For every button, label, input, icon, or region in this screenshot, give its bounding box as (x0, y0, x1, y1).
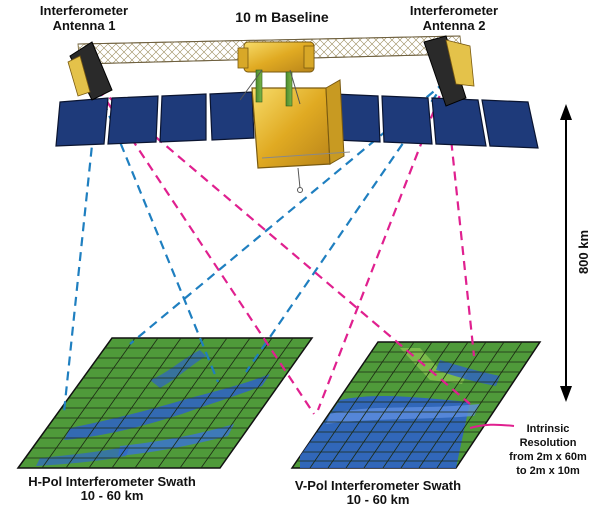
antenna-2-panel-icon (423, 35, 475, 107)
solar-array-left (55, 91, 255, 147)
resolution-label-line1: Intrinsic (527, 423, 570, 435)
resolution-label-line4: to 2m x 10m (516, 465, 580, 477)
vpol-swath-label-line2: 10 - 60 km (347, 492, 410, 506)
vpol-swath (290, 341, 542, 469)
antenna-1-label-line2: Antenna 1 (53, 18, 116, 33)
antenna-1-panel-icon (67, 41, 113, 101)
satellite-bus-icon (237, 41, 351, 193)
antenna-2-label-line1: Interferometer (410, 3, 498, 18)
hpol-swath-label-line2: 10 - 60 km (81, 488, 144, 503)
hpol-swath-label-line1: H-Pol Interferometer Swath (28, 474, 196, 489)
altitude-double-arrow-icon (560, 104, 572, 402)
hpol-swath (16, 337, 314, 469)
antenna-1-label-line1: Interferometer (40, 3, 128, 18)
resolution-label-line2: Resolution (520, 437, 577, 449)
solar-array-right (333, 93, 539, 149)
vpol-swath-label-line1: V-Pol Interferometer Swath (295, 478, 461, 493)
antenna-2-label-line2: Antenna 2 (423, 18, 486, 33)
altitude-label: 800 km (576, 230, 591, 274)
resolution-pointer (469, 423, 515, 429)
baseline-label: 10 m Baseline (235, 9, 329, 25)
resolution-label-line3: from 2m x 60m (509, 451, 587, 463)
